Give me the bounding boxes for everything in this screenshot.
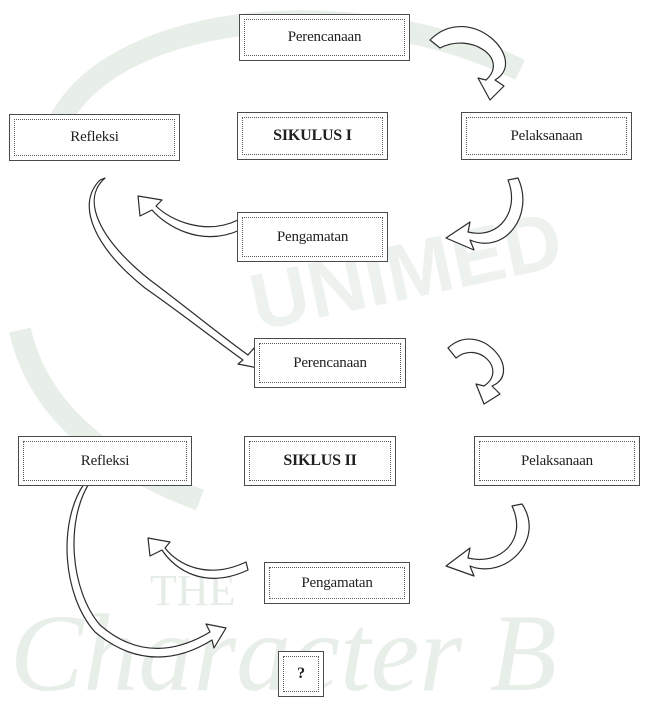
observation-box-cycle-2: Pengamatan — [264, 562, 410, 604]
reflection-label-cycle-1: Refleksi — [70, 129, 119, 145]
next-cycle-label: ? — [297, 665, 305, 682]
action-label-cycle-2: Pelaksanaan — [521, 452, 593, 469]
center-label-cycle-1: SIKULUS I — [273, 127, 352, 144]
arrow-action-to-observation-1 — [445, 177, 524, 251]
center-box-cycle-2: SIKLUS II — [244, 436, 396, 486]
planning-box-cycle-2: Perencanaan — [254, 338, 406, 388]
arrow-observation-to-reflection-1 — [137, 195, 241, 238]
arrow-observation-to-reflection-2 — [147, 537, 249, 579]
arrow-planning-to-action-1 — [429, 26, 507, 101]
reflection-box-cycle-1: Refleksi — [9, 114, 180, 161]
planning-label-cycle-2: Perencanaan — [293, 354, 367, 371]
arrow-planning-to-action-2 — [447, 338, 505, 405]
arrow-reflection-to-planning-2 — [88, 177, 259, 369]
next-cycle-box: ? — [278, 651, 324, 697]
planning-box-cycle-1: Perencanaan — [239, 14, 410, 61]
observation-label-cycle-1: Pengamatan — [276, 228, 349, 245]
center-label-cycle-2: SIKLUS II — [283, 452, 357, 469]
action-box-cycle-2: Pelaksanaan — [474, 436, 640, 486]
observation-box-cycle-1: Pengamatan — [237, 212, 388, 262]
action-label-cycle-1: Pelaksanaan — [510, 127, 583, 144]
arrow-reflection-to-next — [66, 481, 227, 658]
action-box-cycle-1: Pelaksanaan — [461, 112, 632, 160]
reflection-box-cycle-2: Refleksi — [18, 436, 192, 486]
arrow-action-to-observation-2 — [445, 503, 530, 577]
center-box-cycle-1: SIKULUS I — [237, 112, 388, 160]
reflection-label-cycle-2: Refleksi — [80, 452, 130, 469]
observation-label-cycle-2: Pengamatan — [301, 574, 373, 591]
planning-label-cycle-1: Perencanaan — [287, 29, 362, 45]
